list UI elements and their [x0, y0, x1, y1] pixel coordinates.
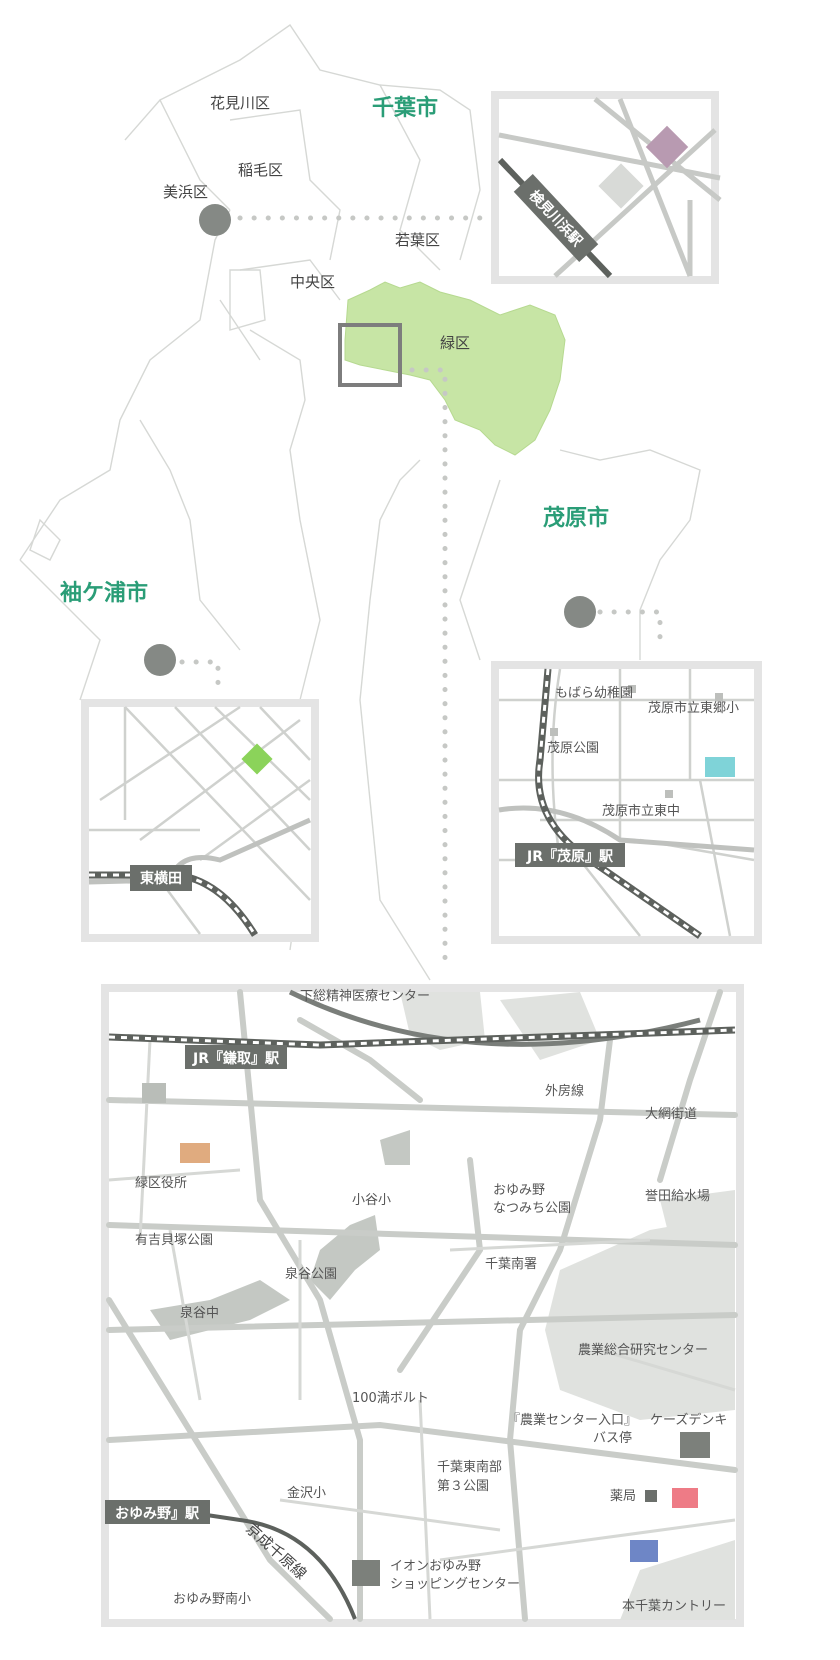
place-label-midori-ward-office: 緑区役所 — [135, 1176, 187, 1191]
place-label-mobara-park: 茂原公園 — [547, 741, 599, 756]
main-map-locator — [338, 323, 402, 387]
place-label-chiba-tonanbu: 千葉東南部 — [437, 1459, 502, 1475]
ward-label-wakaba: 若葉区 — [395, 231, 440, 249]
place-label-oyumino-minami-elementary: おゆみ野南小 — [173, 1591, 251, 1607]
place-label-shopping-center: ショッピングセンター — [390, 1577, 520, 1592]
place-label-ariyoshi-park: 有吉貝塚公園 — [135, 1233, 213, 1248]
destination-marker-gray-1 — [680, 1432, 710, 1458]
place-label-oyaku-elementary: 小谷小 — [352, 1193, 391, 1208]
overview-map — [19, 24, 701, 981]
place-label-mobara-kindergarten: もばら幼稚園 — [555, 686, 633, 701]
rail-label-sotobo: 外房線 — [545, 1083, 584, 1099]
ward-label-midori: 緑区 — [440, 334, 470, 352]
place-label-honchiba-country: 本千葉カントリー — [622, 1599, 726, 1614]
inset-kemigawahama: 検見川浜駅 — [491, 91, 722, 284]
destination-marker-blue — [630, 1540, 658, 1562]
place-label-togo-elementary: 茂原市立東郷小 — [648, 700, 739, 716]
city-label-sodegaura: 袖ケ浦市 — [60, 580, 148, 606]
place-label-honda-water: 誉田給水場 — [645, 1189, 710, 1204]
place-label-agri-research-center: 農業総合研究センター — [578, 1342, 708, 1358]
place-label-izumiya-jhs: 泉谷中 — [180, 1305, 219, 1321]
main-map: JR『鎌取』駅 おゆみ野』駅 外房線 京成千原線 大網街道 下総精神医療センター… — [101, 984, 744, 1627]
destination-marker-red — [672, 1488, 698, 1508]
place-label-izumiyakoen: 泉谷公園 — [285, 1266, 337, 1282]
place-label-higashi-jhs: 茂原市立東中 — [602, 803, 680, 819]
destination-marker-gray-2 — [352, 1560, 380, 1586]
city-label-mobara: 茂原市 — [543, 505, 609, 531]
place-label-ksdenki: ケーズデンキ — [650, 1412, 727, 1428]
inset-mobara: もばら幼稚園 茂原市立東郷小 茂原公園 茂原市立東中 JR『茂原』駅 — [491, 661, 762, 944]
sodegaura-marker — [144, 644, 176, 676]
station-label-mobara: JR『茂原』駅 — [526, 848, 614, 865]
station-label-kamatori: JR『鎌取』駅 — [192, 1050, 280, 1067]
ward-label-chuo: 中央区 — [290, 273, 335, 291]
midori-ku-area — [344, 281, 566, 456]
place-label-chiba-minami-police: 千葉南署 — [485, 1256, 537, 1272]
place-label-kanazawa-elementary: 金沢小 — [287, 1485, 326, 1501]
place-label-pharmacy: 薬局 — [610, 1489, 636, 1504]
city-label-chiba: 千葉市 — [372, 95, 438, 121]
place-label-oyumino: おゆみ野 — [493, 1183, 545, 1198]
place-label-bus-stop: バス停 — [593, 1430, 632, 1446]
leader-lines — [179, 215, 663, 968]
ward-label-hanamigawa: 花見川区 — [210, 94, 270, 112]
ward-label-mihama: 美浜区 — [163, 183, 208, 201]
place-label-natsumichi-park: なつみち公園 — [493, 1201, 571, 1216]
destination-marker-orange — [180, 1143, 210, 1163]
place-label-agri-center-entrance: 『農業センター入口』 — [507, 1412, 637, 1428]
station-label-higashiyokota: 東横田 — [140, 870, 182, 887]
destination-marker-cyan — [705, 757, 735, 777]
place-label-hospital-cut: 下総精神医療センター — [300, 989, 430, 1004]
mihama-marker — [199, 204, 231, 236]
station-label-oyumino: おゆみ野』駅 — [115, 1506, 200, 1522]
place-label-aeon-oyumino: イオンおゆみ野 — [390, 1559, 481, 1574]
place-label-100man-volt: 100満ボルト — [352, 1391, 429, 1406]
mobara-marker — [564, 596, 596, 628]
road-label-oami-kaido: 大網街道 — [645, 1107, 697, 1122]
place-label-daisan-park: 第３公園 — [437, 1479, 489, 1494]
inset-higashiyokota: 東横田 — [81, 699, 319, 942]
station-block — [598, 163, 644, 209]
ward-label-inage: 稲毛区 — [238, 161, 283, 179]
